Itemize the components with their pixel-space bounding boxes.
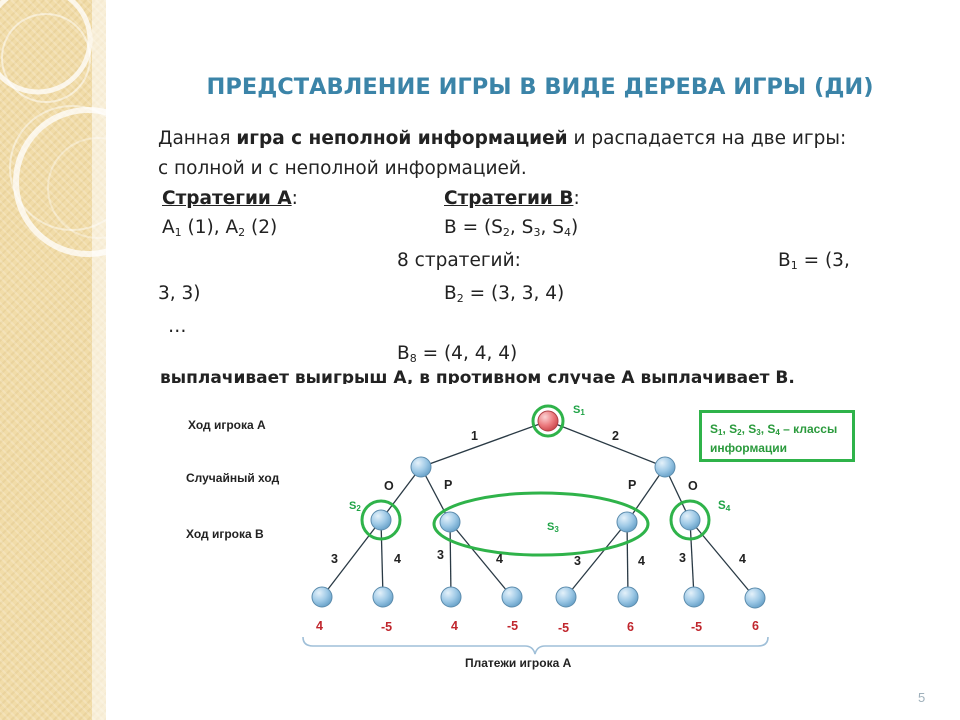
level-label-chance: Случайный ход bbox=[186, 471, 280, 485]
decorative-sidebar bbox=[0, 0, 106, 720]
info-set-s4-label: S4 bbox=[718, 500, 731, 513]
leaf-node-5 bbox=[555, 586, 577, 608]
page-number: 5 bbox=[918, 690, 926, 705]
strategy-b1: B1 = (3, bbox=[778, 250, 850, 272]
page-title: ПРЕДСТАВЛЕНИЕ ИГРЫ В ВИДЕ ДЕРЕВА ИГРЫ (Д… bbox=[206, 74, 874, 100]
move-b-1: 3 bbox=[331, 552, 338, 566]
move-b-3: 3 bbox=[437, 548, 444, 562]
chance-outcome-4: О bbox=[688, 479, 698, 493]
payoff-7: -5 bbox=[691, 620, 702, 634]
level-label-player-b: Ход игрока В bbox=[186, 527, 264, 541]
intro-line-1: Данная игра с неполной информацией и рас… bbox=[158, 128, 847, 149]
decorative-rings bbox=[0, 0, 106, 257]
payoff-4: -5 bbox=[507, 619, 518, 633]
payoff-2: -5 bbox=[381, 620, 392, 634]
leaf-node-7 bbox=[683, 586, 705, 608]
payoff-6: 6 bbox=[627, 620, 634, 634]
move-b-4: 4 bbox=[496, 552, 503, 566]
move-b-5: 3 bbox=[574, 554, 581, 568]
move-a-2: 2 bbox=[612, 429, 619, 443]
chance-node-left bbox=[410, 456, 432, 478]
move-b-8: 4 bbox=[739, 552, 746, 566]
info-set-s2-label: S2 bbox=[349, 500, 361, 513]
leaf-node-6 bbox=[617, 586, 639, 608]
info-sets-legend: S1, S2, S3, S4 – классы информации bbox=[699, 410, 855, 462]
payoff-caption: Платежи игрока А bbox=[465, 656, 572, 670]
payoff-brace bbox=[302, 636, 769, 655]
info-set-s3-label: S3 bbox=[547, 521, 559, 534]
move-a-1: 1 bbox=[471, 429, 478, 443]
b-node-4 bbox=[679, 509, 701, 531]
strategy-b2: B2 = (3, 3, 4) bbox=[444, 283, 565, 305]
tree-nodes bbox=[311, 456, 766, 609]
strategies-ellipsis: … bbox=[168, 316, 187, 337]
b-node-3 bbox=[616, 511, 638, 533]
strategies-a-header: Стратегии А: bbox=[162, 188, 298, 209]
chance-outcome-3: Р bbox=[628, 478, 636, 492]
clipped-text-line: выплачивает выигрыш A, в противном случа… bbox=[160, 370, 795, 384]
root-info-set-label: S1 bbox=[573, 404, 585, 417]
payoff-5: -5 bbox=[558, 621, 569, 635]
move-b-7: 3 bbox=[679, 551, 686, 565]
strategies-b-header: Стратегии В: bbox=[444, 188, 580, 209]
leaf-node-1 bbox=[311, 586, 333, 608]
b-node-2 bbox=[439, 511, 461, 533]
legend-line-2: информации bbox=[710, 440, 787, 455]
leaf-node-4 bbox=[501, 586, 523, 608]
payoff-3: 4 bbox=[451, 619, 458, 633]
chance-node-right bbox=[654, 456, 676, 478]
chance-outcome-1: О bbox=[384, 479, 394, 493]
strategy-b8: B8 = (4, 4, 4) bbox=[397, 343, 518, 365]
root-node bbox=[537, 410, 559, 432]
intro-line-2: с полной и с неполной информацией. bbox=[158, 158, 527, 179]
strategies-a-values: A1 (1), A2 (2) bbox=[162, 217, 278, 239]
info-set-s2-outline bbox=[360, 499, 402, 541]
b-node-1 bbox=[370, 509, 392, 531]
strategies-count: 8 стратегий: bbox=[397, 250, 521, 271]
info-set-s3-outline bbox=[432, 491, 650, 557]
strategies-b-set: B = (S2, S3, S4) bbox=[444, 217, 579, 239]
chance-outcome-2: Р bbox=[444, 478, 452, 492]
info-set-s4-outline bbox=[669, 499, 711, 541]
leaf-node-2 bbox=[372, 586, 394, 608]
leaf-node-8 bbox=[744, 587, 766, 609]
level-label-player-a: Ход игрока А bbox=[188, 418, 266, 432]
payoff-1: 4 bbox=[316, 619, 323, 633]
tree-edges bbox=[321, 420, 756, 599]
strategy-b1-cont: 3, 3) bbox=[158, 283, 201, 304]
leaf-node-3 bbox=[440, 586, 462, 608]
payoff-8: 6 bbox=[752, 619, 759, 633]
move-b-2: 4 bbox=[394, 552, 401, 566]
root-outline bbox=[531, 404, 565, 438]
legend-line-1: S1, S2, S3, S4 – классы bbox=[710, 422, 838, 437]
move-b-6: 4 bbox=[638, 554, 645, 568]
